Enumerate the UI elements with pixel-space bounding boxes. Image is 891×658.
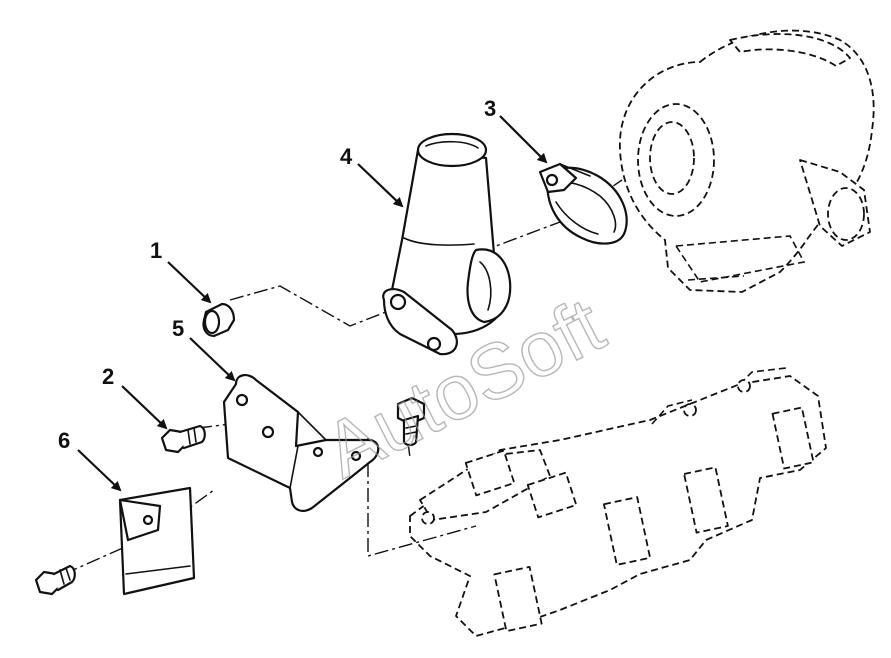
leader-3 [499, 115, 548, 164]
lower-cap-screw [34, 564, 76, 596]
callout-3: 3 [484, 96, 496, 121]
heat-shield [118, 486, 196, 596]
exhaust-elbow [382, 132, 512, 356]
leader-1 [167, 261, 212, 304]
cap-screw [160, 424, 206, 454]
plug [202, 302, 236, 338]
mounting-bracket [222, 374, 380, 512]
callout-labels: 1 2 3 4 5 6 [58, 96, 496, 453]
v-band-clamp [538, 162, 628, 245]
leader-5 [189, 337, 236, 382]
bracket-bolt-vertical [396, 396, 426, 447]
leader-2 [121, 385, 168, 430]
callout-leaders [77, 115, 548, 492]
exhaust-manifold-outline [409, 367, 827, 637]
leader-6 [77, 449, 122, 492]
callout-4: 4 [340, 144, 353, 169]
callout-2: 2 [102, 364, 114, 389]
leader-4 [357, 163, 404, 208]
callout-6: 6 [58, 428, 70, 453]
callout-1: 1 [150, 238, 162, 263]
callout-5: 5 [172, 316, 184, 341]
turbocharger-outline [619, 29, 875, 293]
